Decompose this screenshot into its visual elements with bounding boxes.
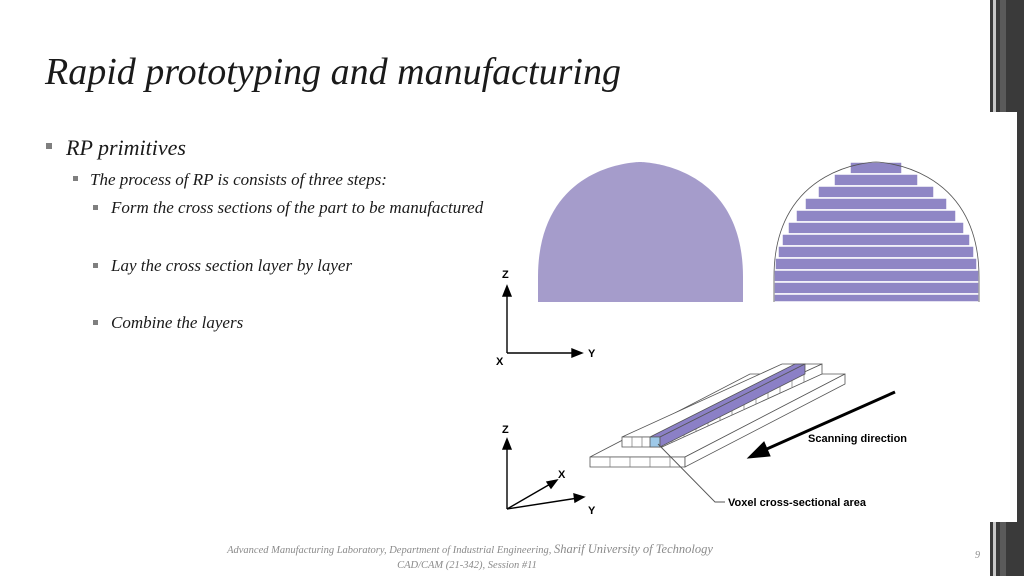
- bullet-step-3: Combine the layers: [111, 313, 244, 332]
- voxel-pointer-line: [657, 443, 725, 503]
- axis-bottom-y: Y: [588, 505, 596, 517]
- axis-top-z: Z: [502, 269, 509, 281]
- scanning-arrow: [746, 390, 896, 459]
- bullet-process-steps: The process of RP is consists of three s…: [90, 170, 387, 189]
- page-number: 9: [975, 550, 980, 561]
- axis-bottom-z: Z: [502, 424, 509, 436]
- bullet-step-2: Lay the cross section layer by layer: [111, 256, 353, 275]
- footer-line-2: CAD/CAM (21-342), Session #11: [397, 560, 537, 571]
- bullet-marker-l1: [46, 143, 52, 149]
- footer-line-1: Advanced Manufacturing Laboratory, Depar…: [120, 542, 820, 557]
- layered-dome-outline: [773, 161, 980, 302]
- bullet-marker-l2: [73, 176, 78, 181]
- axis-bottom-x: X: [558, 469, 566, 481]
- slide-title: Rapid prototyping and manufacturing: [45, 51, 621, 93]
- bullet-step-1: Form the cross sections of the part to b…: [111, 198, 484, 217]
- footer-lab-text: Advanced Manufacturing Laboratory, Depar…: [227, 545, 555, 556]
- axis-top-y: Y: [588, 348, 596, 360]
- layered-dome-shape: [773, 161, 980, 303]
- axes-bottom: [501, 437, 586, 510]
- rp-process-figure: Z Y X Z X Y: [490, 112, 1017, 522]
- bullet-marker-l3-3: [93, 320, 98, 325]
- axis-top-x: X: [496, 356, 504, 368]
- scanning-direction-label: Scanning direction: [808, 433, 907, 445]
- footer-university: Sharif University of Technology: [554, 542, 713, 556]
- scanned-row: [649, 363, 806, 448]
- bullet-rp-primitives: RP primitives: [66, 135, 186, 160]
- axes-top: [501, 284, 584, 359]
- solid-dome-shape: [538, 162, 743, 302]
- voxel-label: Voxel cross-sectional area: [728, 497, 867, 509]
- bullet-marker-l3-1: [93, 205, 98, 210]
- bullet-marker-l3-2: [93, 263, 98, 268]
